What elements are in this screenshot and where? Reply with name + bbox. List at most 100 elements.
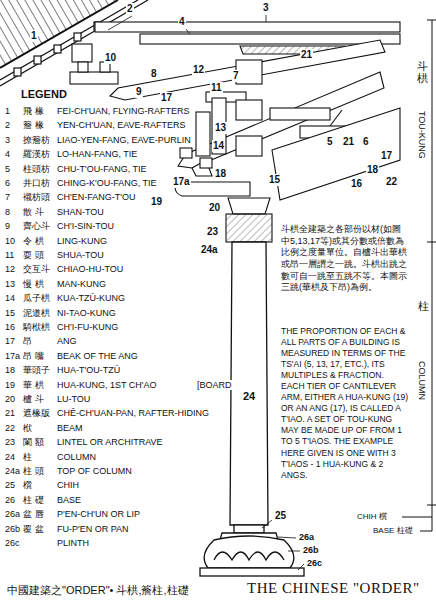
title: THE CHINESE "ORDER" <box>246 580 421 597</box>
legend-chinese: 撩簷枋 <box>22 135 51 145</box>
dimension-label: COLUMN <box>417 360 427 401</box>
legend-chinese: 瓜子栱 <box>22 293 51 303</box>
callout-number: 24 <box>242 390 256 403</box>
legend-term: TOP OF COLUMN <box>56 466 133 476</box>
callout-number: 4 <box>178 16 186 28</box>
legend-number: 6 <box>4 178 11 188</box>
legend-term: NI-TAO-KUNG <box>56 308 117 318</box>
legend-chinese: 覆 盆 <box>22 524 45 534</box>
vertical-chinese: 斗栱 <box>416 60 429 84</box>
legend-number: 16 <box>4 322 16 332</box>
legend-term: YEN-CH'UAN, EAVE-RAFTERS <box>56 120 187 130</box>
leader-lines <box>108 15 304 570</box>
base-part-label: CHIH 櫍 <box>356 512 388 521</box>
legend-number: 3 <box>4 135 11 145</box>
callout-number: 9 <box>135 86 143 98</box>
legend-term: CHING-K'OU-FANG, TIE <box>56 178 158 188</box>
legend-term: FU-P'EN OR PAN <box>56 524 130 534</box>
callout-number: 2 <box>126 3 134 15</box>
legend-number: 5 <box>4 164 11 174</box>
legend-term: FEI-CH'UAN, FLYING-RAFTERS <box>56 106 191 116</box>
callout-number: 22 <box>385 176 398 188</box>
legend-heading: LEGEND <box>20 88 68 101</box>
callout-number: 26c <box>306 558 323 568</box>
callout-number: 19 <box>150 196 163 208</box>
legend-number: 18 <box>4 365 16 375</box>
legend-term: HUA-T'OU-TZŬ <box>56 365 121 375</box>
callout-number: 6 <box>362 136 370 148</box>
legend-term: MAN-KUNG <box>56 279 107 289</box>
legend-term: LIAO-YEN-FANG, EAVE-PURLIN <box>56 135 192 145</box>
legend-number: 24 <box>4 452 16 462</box>
legend-term: CHIAO-HU-TOU <box>56 264 124 274</box>
legend-chinese: 騎栿栱 <box>22 322 51 332</box>
legend-term: CHU-T'OU-FANG, TIE <box>56 164 148 174</box>
legend-number: 26b <box>4 524 21 534</box>
legend-chinese: 柱 頭 <box>22 466 45 476</box>
legend-term: BASE <box>56 495 82 505</box>
legend-term: BEAK OF THE ANG <box>56 351 139 361</box>
legend-chinese: 羅漢枋 <box>22 149 51 159</box>
legend-chinese: 耍 頭 <box>22 250 45 260</box>
legend-number: 26c <box>4 538 21 548</box>
legend-number: 15 <box>4 308 16 318</box>
callout-number: 18 <box>214 168 227 180</box>
legend-number: 2 <box>4 120 11 130</box>
callout-number: 25 <box>274 510 287 522</box>
callout-number: 1 <box>30 30 38 42</box>
legend-term: LU-TOU <box>56 394 91 404</box>
legend-number: 22 <box>4 423 16 433</box>
legend-chinese: 華 栱 <box>22 380 45 390</box>
legend-term: KUA-TZŬ-KUNG <box>56 293 126 303</box>
legend-number: 8 <box>4 207 11 217</box>
legend-chinese: 昂 <box>22 336 33 346</box>
vertical-chinese: 柱 <box>417 300 430 312</box>
callout-number: 10 <box>104 52 117 64</box>
callout-number: 21 <box>300 49 313 61</box>
callout-number: 14 <box>212 140 225 152</box>
legend-number: 7 <box>4 192 11 202</box>
callout-number: 11 <box>210 82 223 94</box>
legend-number: 23 <box>4 437 16 447</box>
legend-number: 9 <box>4 221 11 231</box>
english-note: THE PROPORTION OF EACH & ALL PARTS OF A … <box>280 326 410 481</box>
callout-number: 23 <box>206 226 219 238</box>
legend-number: 4 <box>4 149 11 159</box>
legend-term: ANG <box>56 336 78 346</box>
legend-chinese: 交互斗 <box>22 264 51 274</box>
legend-chinese: 襯枋頭 <box>22 192 51 202</box>
callout-number: 15 <box>268 174 281 186</box>
legend-term: P'EN-CH'UN OR LIP <box>56 509 141 519</box>
legend-term: PLINTH <box>56 538 90 548</box>
legend-chinese: 慢 栱 <box>22 279 45 289</box>
legend-number: 26a <box>4 509 21 519</box>
callout-number: 12 <box>192 64 205 76</box>
legend-chinese: 泥道栱 <box>22 308 51 318</box>
callout-number: 3 <box>262 2 270 14</box>
board-note: [BOARD <box>196 380 233 390</box>
legend-term: LING-KUNG <box>56 236 108 246</box>
legend-term: SHAN-TOU <box>56 207 105 217</box>
legend-number: 1 <box>4 106 11 116</box>
chinese-note: 斗栱全建築之各部份以材(如圖中5,13,17等)或其分數或倍數為比例之度量單位。… <box>280 224 410 294</box>
legend-number: 14 <box>4 293 16 303</box>
legend-chinese: 令 栱 <box>22 236 45 246</box>
base-part-label: BASE 柱礎 <box>372 526 414 535</box>
callout-number: 17 <box>160 92 173 104</box>
legend-number: 17 <box>4 336 16 346</box>
callout-number: 8 <box>150 68 158 80</box>
legend-chinese: 井口枋 <box>22 178 51 188</box>
legend-term: CHÊ-CH'UAN-PAN, RAFTER-HIDING <box>56 408 210 418</box>
legend-chinese: 柱 礎 <box>22 495 45 505</box>
callout-number: 7 <box>232 70 240 82</box>
legend-number: 20 <box>4 394 16 404</box>
legend-term: CH'EN-FANG-T'OU <box>56 192 136 202</box>
legend-chinese: 昂 嘴 <box>22 351 45 361</box>
legend-chinese: 櫨 斗 <box>22 394 45 404</box>
tou-kung-bracket-set <box>70 22 400 242</box>
legend-term: LINTEL OR ARCHITRAVE <box>56 437 164 447</box>
legend-chinese: 簷 椽 <box>22 120 45 130</box>
legend-chinese: 柱 <box>22 452 33 462</box>
legend-chinese: 遮椽版 <box>22 408 51 418</box>
